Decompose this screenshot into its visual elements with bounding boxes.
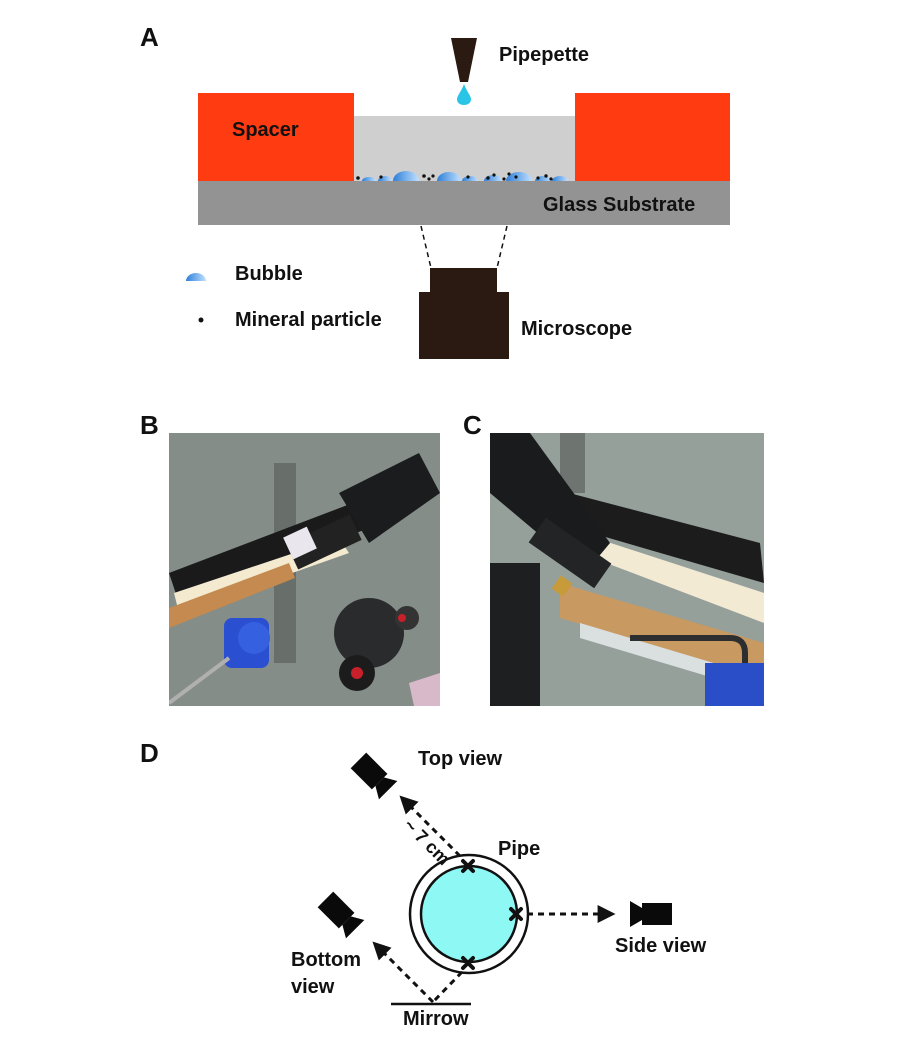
microscope-label: Microscope [521, 318, 633, 340]
legend-particle-label: Mineral particle [235, 309, 382, 331]
liquid-chamber [354, 116, 575, 181]
pipette-icon [451, 38, 477, 82]
measurement-points [461, 859, 523, 970]
panel-a-diagram [186, 38, 730, 359]
bottom-view-label-line2: view [291, 976, 335, 998]
mirror-label: Mirrow [403, 1008, 469, 1030]
panel-label-b: B [140, 410, 159, 440]
legend-particle-icon [198, 317, 204, 323]
panel-label-a: A [140, 22, 159, 52]
side-view-camera-icon [630, 901, 672, 927]
mineral-particles [356, 172, 553, 181]
droplet-icon [457, 84, 471, 105]
spacer-left [198, 93, 354, 181]
pipe-inner [419, 864, 519, 964]
spacer-label: Spacer [232, 119, 299, 141]
glass-substrate-label: Glass Substrate [543, 194, 696, 216]
panel-label-c: C [463, 410, 482, 440]
photo-setup-c [490, 433, 764, 706]
bubbles [362, 171, 568, 181]
top-view-label: Top view [418, 748, 503, 770]
spacer-right [575, 93, 730, 181]
pipette-label: Pipepette [499, 44, 590, 66]
legend-bubble-icon [186, 273, 206, 281]
glass-substrate [198, 181, 730, 225]
legend-bubble-label: Bubble [235, 263, 303, 285]
top-view-camera-icon [350, 752, 398, 800]
bottom-view-camera-icon [317, 891, 365, 939]
pipe-outer [408, 853, 530, 975]
photo-c-content [490, 433, 764, 706]
photo-b-content [169, 433, 440, 706]
panel-label-d: D [140, 738, 159, 768]
pipe-label: Pipe [498, 838, 541, 860]
side-view-label: Side view [615, 935, 707, 957]
distance-label: ~ 7 cm [399, 815, 454, 870]
photo-setup-b [169, 433, 440, 706]
microscope-icon [419, 268, 509, 359]
bottom-view-label-line1: Bottom [291, 949, 361, 971]
